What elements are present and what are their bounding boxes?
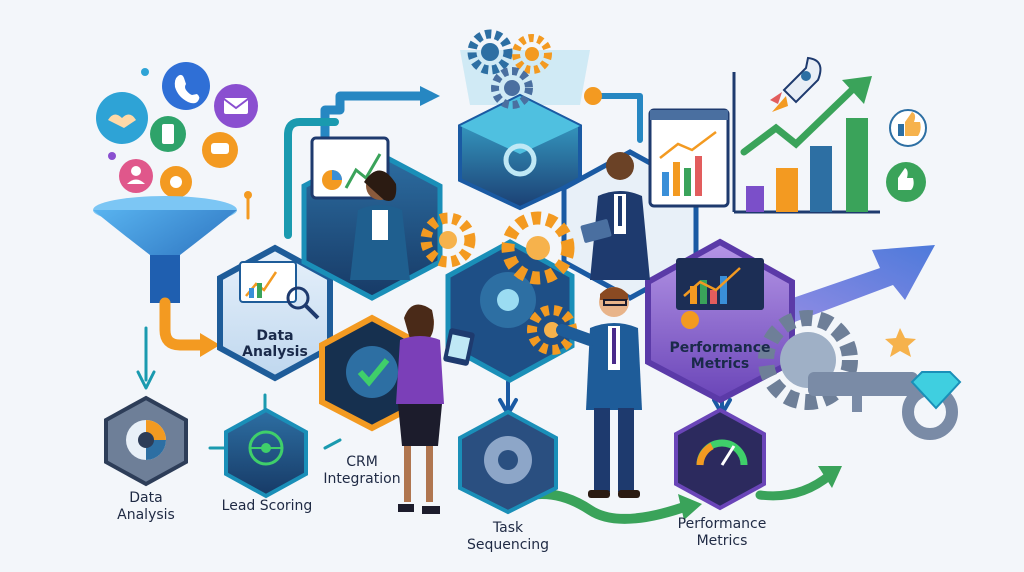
chat-icon: [96, 92, 148, 144]
chat-bubble-icon: [202, 132, 238, 168]
performance-metrics-hex-label: Performance Metrics: [669, 340, 771, 372]
gear-icon-top-1: [467, 29, 513, 75]
avatar-icon: [119, 159, 153, 193]
lead-scoring-hex: [224, 407, 308, 499]
presenter-person: [396, 304, 475, 514]
consultant-person: [556, 287, 642, 498]
gear-icon-orange-center: [501, 211, 575, 285]
key-icon: [758, 310, 958, 440]
funnel-output-arrow: [159, 297, 211, 351]
data-analysis-hex-label: Data Analysis: [242, 328, 308, 360]
performance-gauge-hex: [674, 407, 766, 511]
bar-chart-icon-screen-right: [648, 108, 730, 208]
analyst-person: [350, 170, 410, 280]
funnel-icon: [93, 196, 237, 303]
green-flow-arrow-right: [755, 470, 835, 501]
tablet-icon: [443, 328, 475, 366]
data-analysis-label: Data Analysis: [117, 490, 175, 523]
growth-chart: [732, 72, 880, 214]
task-sequencing-hex: [458, 409, 558, 515]
performance-metrics-label: Performance Metrics: [677, 516, 767, 549]
performance-metrics-hex: [645, 238, 795, 404]
thumbs-up-icon: [889, 109, 927, 147]
gear-icon-orange-left: [420, 212, 476, 268]
green-flow-arrow: [525, 489, 695, 524]
thumbs-up-badge-icon: [886, 162, 926, 202]
handshake-icon: [150, 116, 186, 152]
lead-scoring-label: Lead Scoring: [221, 498, 313, 514]
task-sequencing-label: Task Sequencing: [466, 520, 550, 553]
email-icon: [214, 84, 258, 128]
rocket-icon: [770, 56, 822, 112]
central-server: [458, 50, 590, 211]
data-analysis-gear-hex: [104, 395, 188, 487]
data-analysis-hex: [217, 244, 333, 382]
gear-icon-top-3: [491, 67, 533, 109]
manager-person: [580, 152, 650, 280]
star-icon: [885, 328, 916, 357]
phone-icon: [162, 62, 210, 110]
diamond-icon: [910, 371, 962, 410]
gear-bubble-icon: [160, 166, 192, 198]
center-hex: [445, 239, 575, 383]
crm-integration-label: CRM Integration: [323, 454, 401, 487]
gear-icon-top-2: [512, 34, 552, 74]
